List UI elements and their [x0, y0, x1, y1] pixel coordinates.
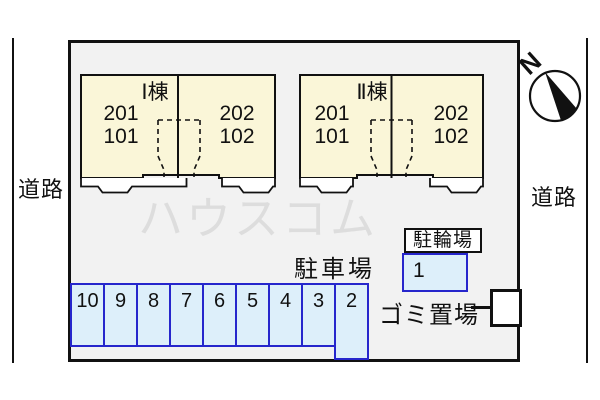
building-1-name: Ⅰ棟: [141, 81, 169, 104]
parking-space-5: 5: [235, 283, 270, 347]
parking-space-4: 4: [268, 283, 303, 347]
road-left-edge-line: [12, 38, 14, 363]
building-2-right-unit-102: 102: [433, 125, 469, 148]
parking-space-3: 3: [301, 283, 336, 347]
parking-space-6: 6: [202, 283, 237, 347]
building-1-shape: [80, 74, 276, 194]
building-1-right-unit-202: 202: [219, 102, 255, 125]
building-1-stair-symbol: [157, 119, 201, 177]
building-2-porch-right: [429, 178, 484, 194]
building-2-name: Ⅱ棟: [356, 81, 388, 104]
parking-space-7: 7: [169, 283, 204, 347]
road-right-label: 道路: [530, 185, 577, 210]
garbage-area-label: ゴミ置場: [379, 302, 479, 329]
building-1-left-unit-101: 101: [103, 125, 139, 148]
parking-space-8: 8: [136, 283, 171, 347]
bicycle-parking-space-1: 1: [402, 253, 468, 292]
building-1-porch-left: [80, 178, 188, 194]
parking-space-2: 2: [334, 283, 369, 360]
building-2-left-unit-201: 201: [314, 102, 350, 125]
road-right-edge-line: [586, 38, 588, 363]
building-2-shape: [299, 74, 484, 194]
building-2-right-unit-202: 202: [433, 102, 469, 125]
watermark: ハウスコム: [138, 193, 379, 244]
parking-space-10: 10: [70, 283, 105, 347]
compass-icon: [528, 69, 582, 123]
building-2-porch-left: [299, 178, 354, 194]
garbage-box: [490, 289, 522, 327]
building-1-left-unit-201: 201: [103, 102, 139, 125]
garbage-leader-line: [471, 306, 497, 309]
bicycle-parking-label: 駐輪場: [404, 228, 482, 253]
parking-space-9: 9: [103, 283, 138, 347]
building-1-right-unit-102: 102: [219, 125, 255, 148]
road-left-label: 道路: [17, 177, 64, 202]
building-2-stair-symbol: [370, 119, 413, 177]
building-2-left-unit-101: 101: [314, 125, 350, 148]
parking-area-label: 駐車場: [294, 256, 375, 283]
building-1-porch-right: [221, 178, 276, 194]
